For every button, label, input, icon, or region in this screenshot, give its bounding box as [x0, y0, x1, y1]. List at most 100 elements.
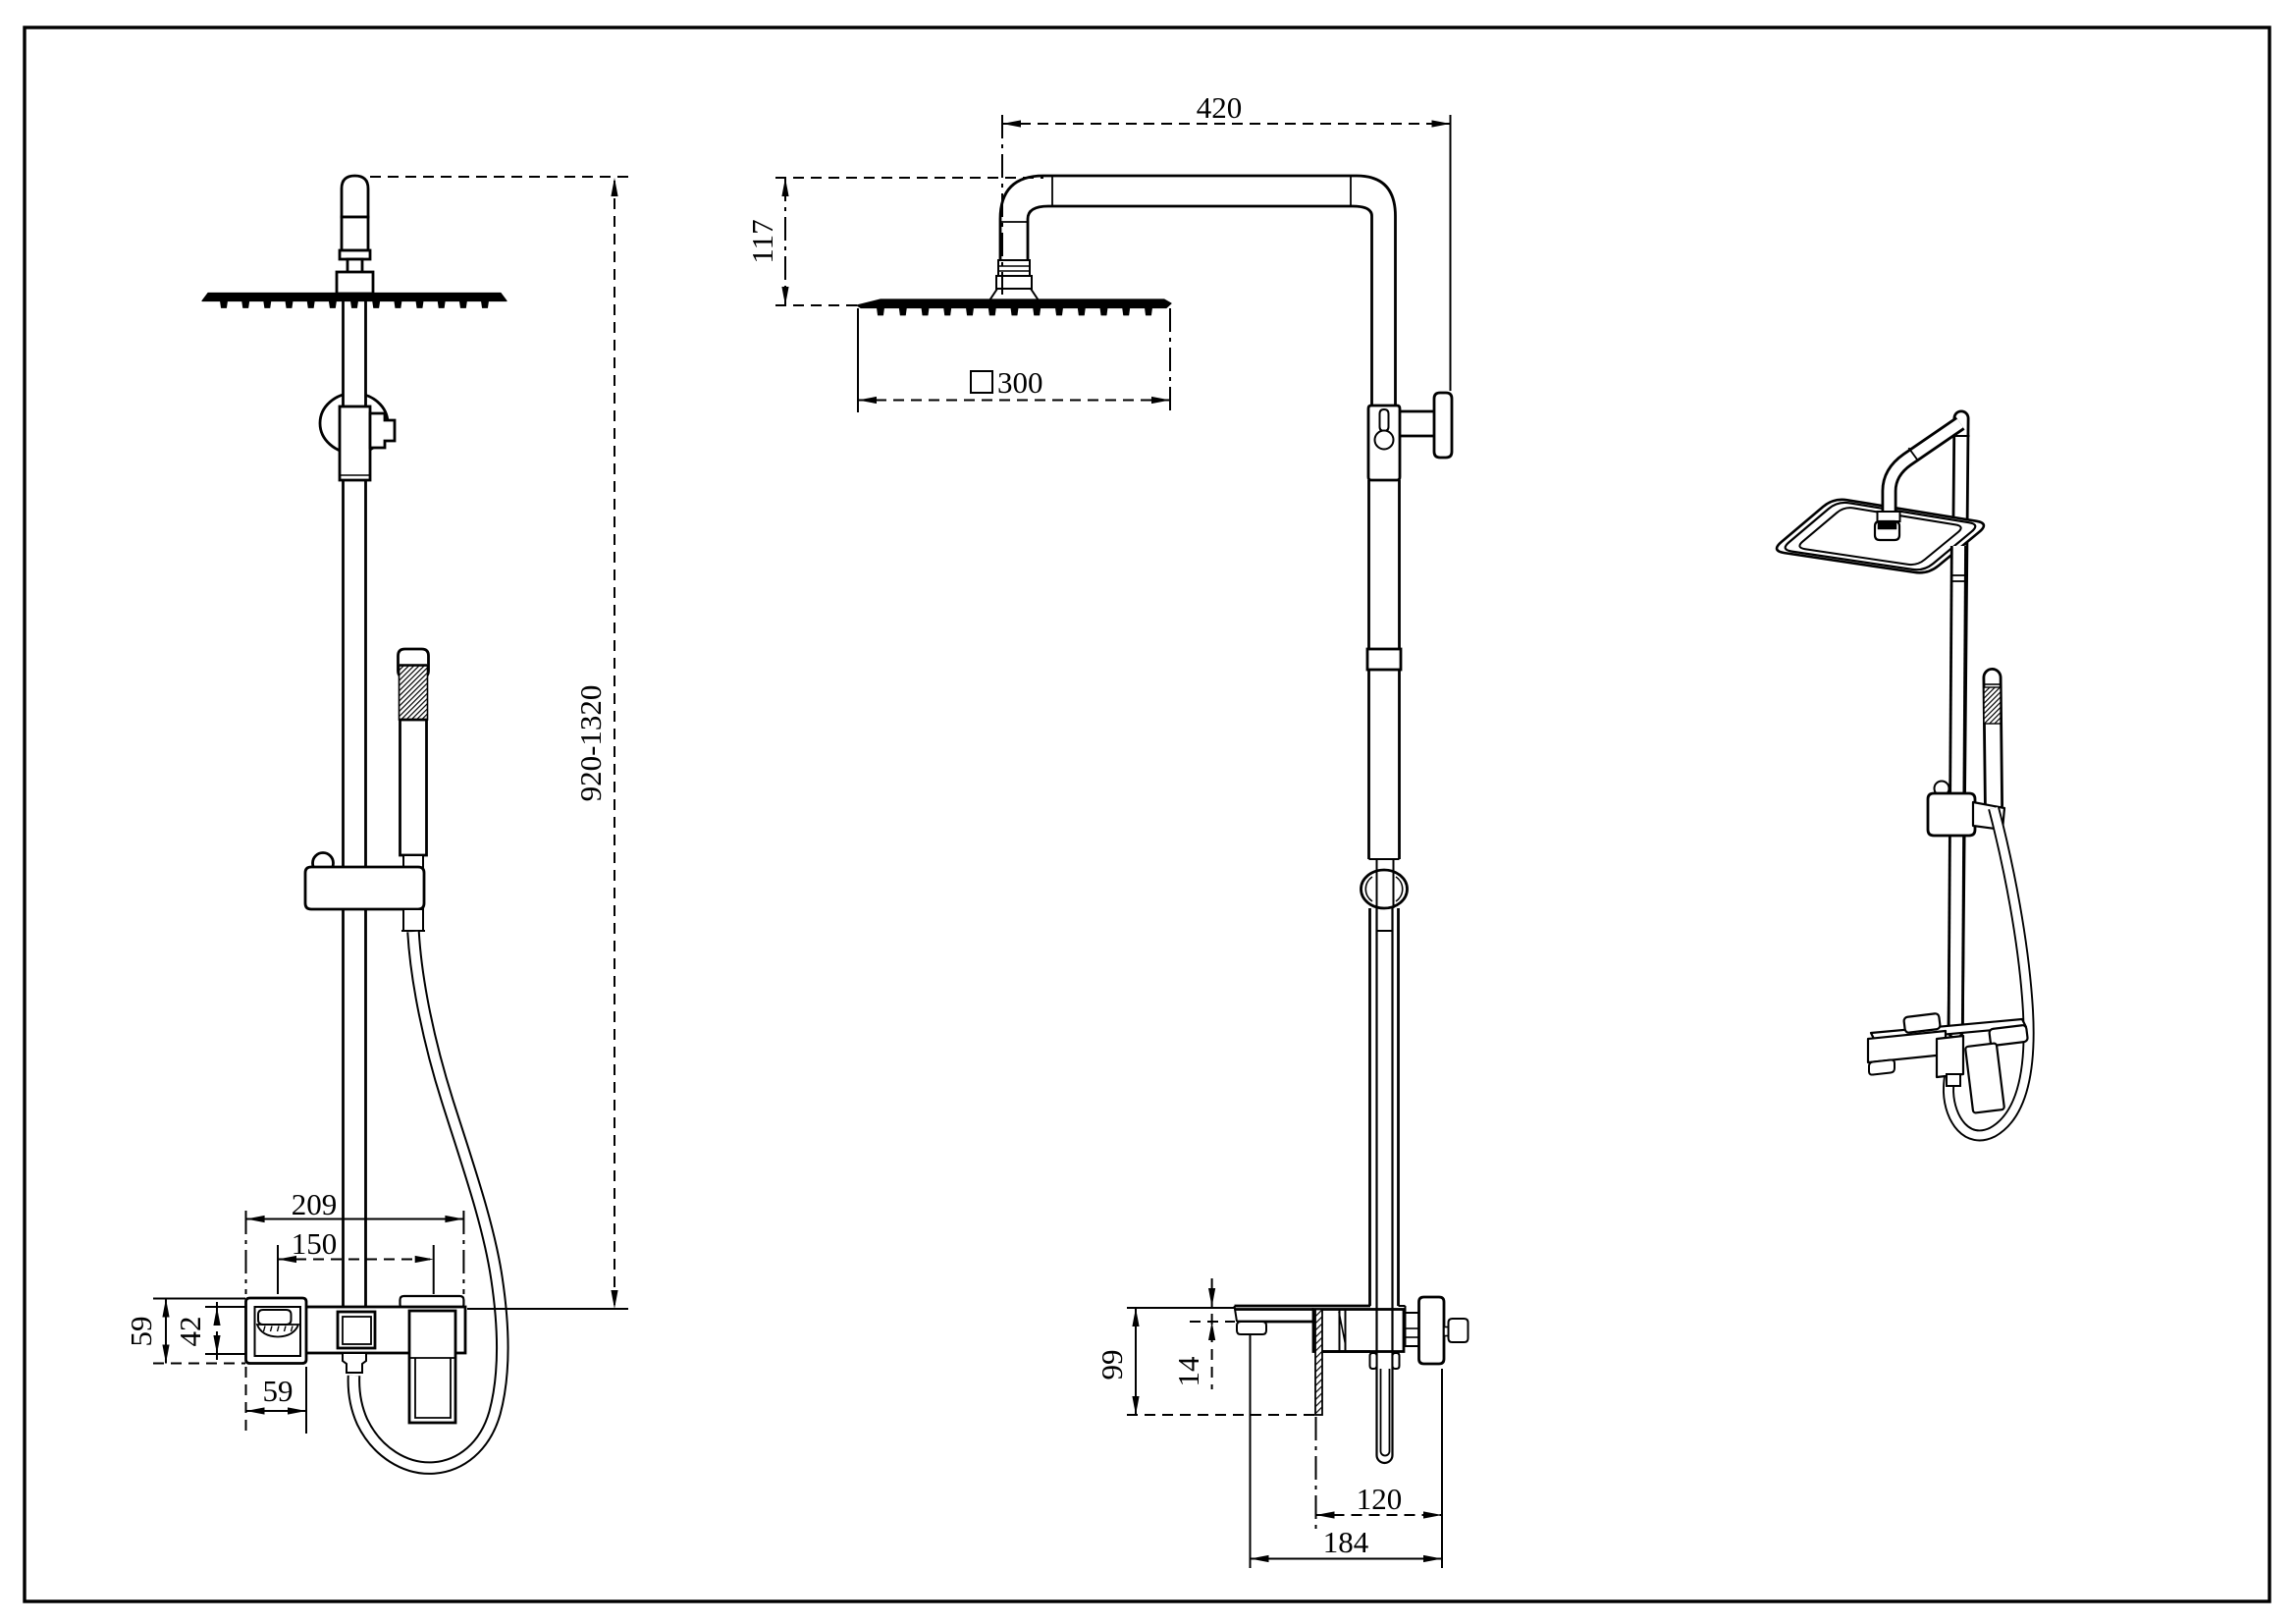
front-wand-outlet: [402, 908, 424, 932]
dim-arrow: [288, 1407, 306, 1415]
front-spout-lip-hatch: [262, 1326, 294, 1332]
front-dim-inlet-spacing: 150: [292, 1226, 338, 1261]
side-dim-wall-to-spout: 184: [1323, 1525, 1369, 1559]
nozzle: [943, 307, 952, 316]
nozzle: [219, 300, 229, 308]
front-slider-clamp: [338, 405, 372, 482]
side-dim-arm-reach: 420: [1197, 90, 1243, 125]
front-view: 920-1320 209 150 59 42 59: [124, 174, 628, 1475]
nozzle: [898, 307, 907, 316]
front-dim-body-height: 59: [124, 1317, 158, 1347]
dim-arrow: [162, 1344, 170, 1364]
dim-arrow: [858, 396, 877, 405]
dim-arrow: [611, 1290, 618, 1309]
side-holder-tab-left: [1368, 1352, 1378, 1370]
front-handle-face: [414, 1358, 452, 1419]
side-wall-escutcheon: [1432, 391, 1454, 460]
front-handle: [407, 1309, 457, 1425]
front-dim-body-core-height: 42: [173, 1317, 207, 1347]
front-diverter-face: [342, 1316, 372, 1345]
side-mixer-wall-nut: [1404, 1312, 1420, 1347]
side-dim-spout-reach: 120: [1357, 1482, 1403, 1516]
side-mixer-knob: [1447, 1318, 1469, 1343]
dim-arrow: [1132, 1308, 1140, 1326]
nozzle: [921, 307, 930, 316]
front-riser-fill: [343, 300, 366, 1308]
persp-hose-nut: [1946, 1073, 1961, 1087]
front-spout-lip: [255, 1324, 300, 1338]
nozzle: [1122, 307, 1131, 316]
side-diverter-diag: [1338, 1311, 1347, 1345]
front-slider-knob: [368, 411, 397, 450]
square-symbol-icon: [970, 370, 993, 394]
dim-arrow: [245, 1215, 265, 1223]
side-dim-head-size: 300: [997, 365, 1043, 400]
side-head-mount: [988, 288, 1040, 301]
nozzle: [394, 300, 402, 308]
dim-arrow: [781, 287, 789, 305]
dim-arrow: [1132, 1396, 1140, 1415]
persp-arm-seam: [1907, 447, 1919, 461]
dim-arrow: [1315, 1511, 1335, 1519]
persp-wand-grip: [1983, 686, 2002, 725]
dim-arrow: [1423, 1511, 1442, 1519]
front-head-mount: [335, 270, 375, 296]
dim-arrow: [1151, 396, 1170, 405]
persp-head-ball-joint: [1877, 520, 1897, 530]
nozzle: [241, 300, 250, 308]
dim-arrow: [781, 178, 789, 196]
front-wand-holder: [303, 865, 426, 911]
dim-arrow: [611, 178, 618, 196]
nozzle: [437, 300, 446, 308]
side-dim-spout-height: 99: [1095, 1350, 1129, 1380]
dim-arrow: [1208, 1322, 1216, 1340]
side-shower-head-nozzles: [877, 307, 1152, 316]
front-dim-overall-width: 209: [292, 1187, 338, 1221]
side-mixer-body: [1311, 1308, 1406, 1353]
dim-arrow: [1431, 120, 1451, 128]
side-drop-tube: [1375, 908, 1394, 1465]
dim-arrow: [445, 1215, 464, 1223]
side-holder-tab-right: [1391, 1352, 1401, 1370]
dim-arrow: [245, 1407, 265, 1415]
nozzle: [285, 300, 294, 308]
side-ring-inner-left: [1364, 876, 1373, 902]
nozzle: [1033, 307, 1041, 316]
persp-slider-bracket: [1926, 791, 1977, 838]
dim-arrow: [213, 1335, 221, 1354]
persp-handle: [1964, 1042, 2005, 1114]
nozzle: [306, 300, 315, 308]
persp-riser-lower: [1947, 545, 1967, 1032]
side-arm-left-elbow-outer: [998, 174, 1044, 220]
side-bracket-pin: [1378, 408, 1390, 432]
nozzle: [263, 300, 272, 308]
page-border: [23, 26, 2271, 1603]
front-pipe-top-segment: [340, 215, 370, 252]
nozzle: [415, 300, 424, 308]
front-shower-head-plate: [201, 292, 507, 302]
persp-hose: [1943, 806, 2035, 1142]
side-arm-right-elbow-inner: [1352, 204, 1373, 217]
persp-head-nut: [1876, 511, 1901, 522]
nozzle: [372, 300, 381, 308]
nozzle: [877, 307, 884, 316]
nozzle: [1010, 307, 1019, 316]
front-wand-body: [399, 718, 428, 857]
side-spout-tip-edge: [1233, 1305, 1238, 1323]
dim-arrow: [1208, 1288, 1216, 1307]
side-arm-right-elbow-outer: [1356, 174, 1397, 217]
side-dim-spout-lip-drop: 14: [1171, 1356, 1205, 1387]
nozzle: [1099, 307, 1108, 316]
persp-left-escutcheon: [1902, 1012, 1942, 1034]
dim-arrow: [414, 1255, 434, 1264]
persp-arm: [1881, 416, 1965, 512]
front-hose: [347, 931, 509, 1475]
side-dim-head-drop: 117: [745, 219, 779, 263]
nozzle: [480, 300, 490, 308]
persp-spout-lip: [1868, 1058, 1896, 1076]
nozzle: [1077, 307, 1086, 316]
side-ring-inner-right: [1395, 876, 1404, 902]
nozzle: [458, 300, 467, 308]
